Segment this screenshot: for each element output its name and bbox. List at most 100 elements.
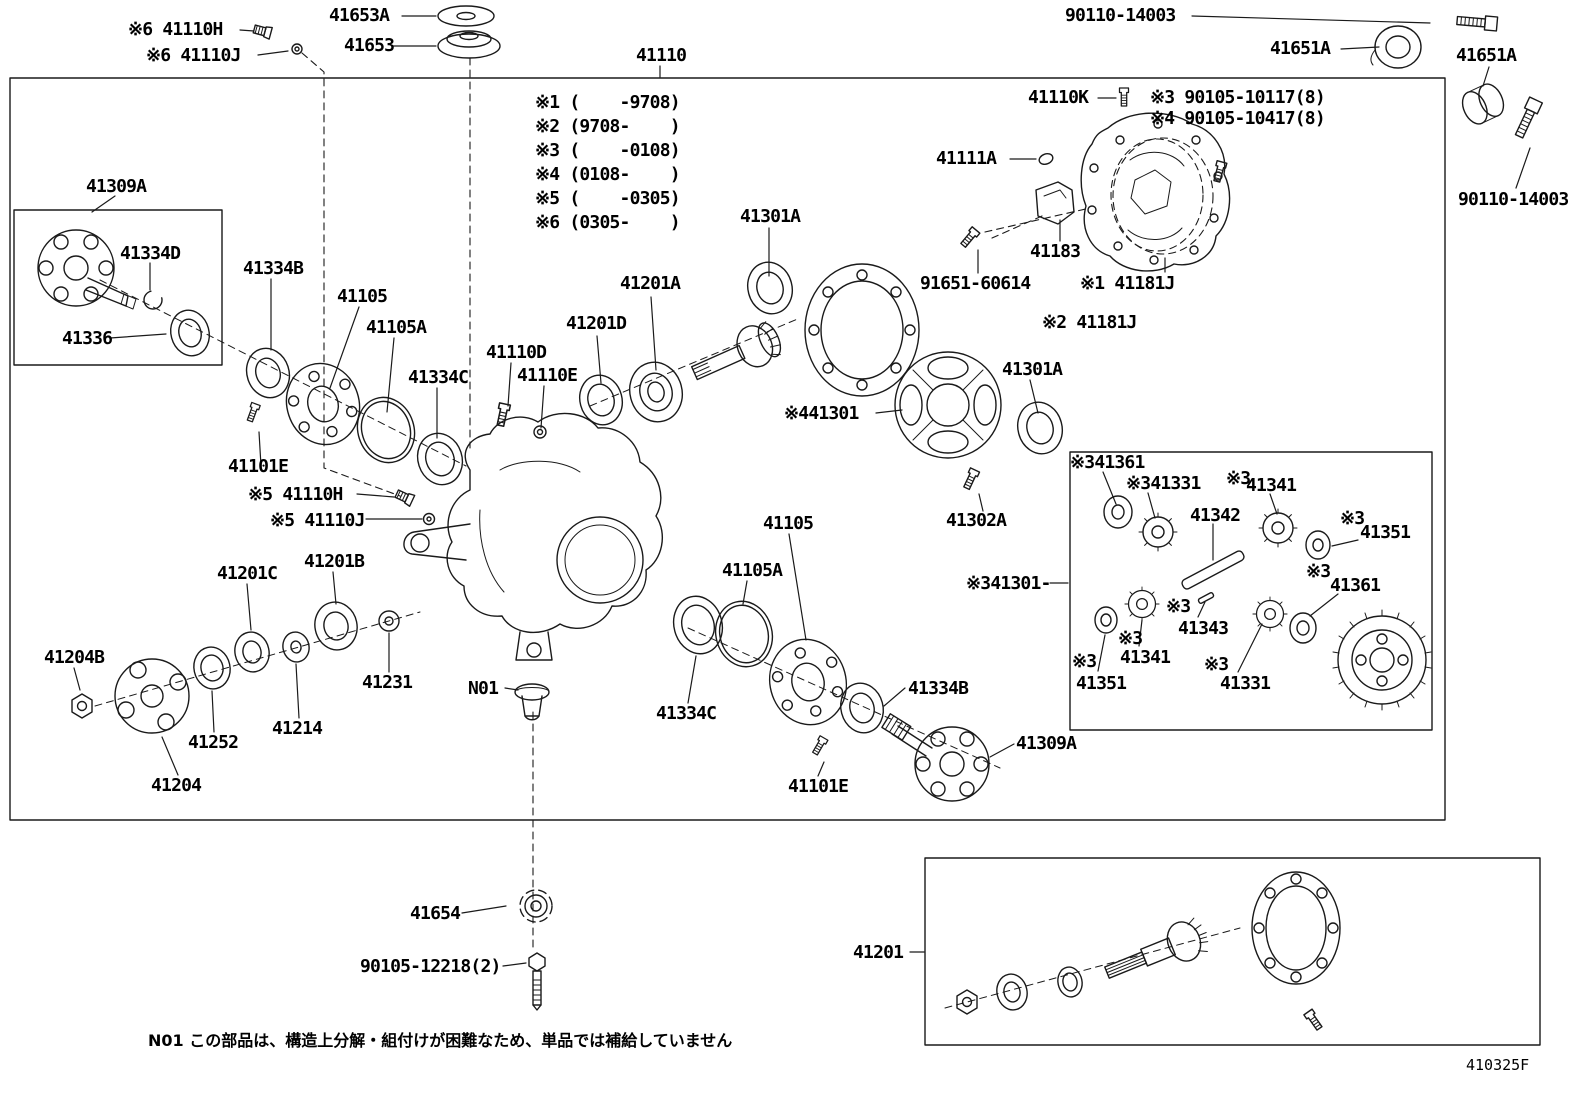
label-41301a-top: 41301A — [740, 206, 801, 227]
label-41301a-right: 41301A — [1002, 359, 1063, 380]
part-41110h-5-plug — [393, 487, 416, 507]
part-41331-gear-a — [1138, 512, 1178, 552]
label-41361-a: ※341361 — [1070, 452, 1145, 473]
part-41110e-washer — [533, 425, 547, 439]
legend-1: ※1 ( -9708) — [535, 92, 681, 113]
label-note3-41341a: ※3 — [1226, 468, 1251, 489]
part-91651-bolt — [958, 226, 981, 250]
part-41201c-bearing — [234, 631, 270, 673]
label-41341-b: 41341 — [1120, 647, 1171, 668]
part-41101e-left-bolt — [244, 401, 261, 424]
label-90110-14003-top: 90110-14003 — [1065, 5, 1176, 26]
label-41110d: 41110D — [486, 342, 547, 363]
part-41110k-breather — [1118, 87, 1130, 107]
part-diff-case — [894, 351, 1002, 459]
part-41309a-shaft-bottom — [881, 713, 990, 802]
label-90105-10417: ※4 90105-10417(8) — [1150, 108, 1326, 129]
label-41110h-top: ※6 41110H — [128, 19, 223, 40]
part-41334b-left-bearing — [245, 347, 291, 399]
label-41653: 41653 — [344, 35, 395, 56]
label-note3-41361b: ※3 — [1306, 561, 1331, 582]
legend-4: ※4 (0108- ) — [535, 164, 681, 185]
label-41301-3: ※341301- — [966, 573, 1051, 594]
label-41351-b: 41351 — [1076, 673, 1127, 694]
part-41351-washer-a — [1305, 530, 1331, 560]
label-41183: 41183 — [1030, 241, 1081, 262]
part-90110-bolt-right — [1512, 96, 1544, 140]
label-41201c: 41201C — [217, 563, 278, 584]
label-41651a-left: 41651A — [1270, 38, 1331, 59]
part-41201a-bearing — [629, 361, 683, 423]
label-41302a: 41302A — [946, 510, 1007, 531]
label-41309a-left: 41309A — [86, 176, 147, 197]
label-41309a-bottom: 41309A — [1016, 733, 1077, 754]
part-41334c-center-ring — [672, 595, 724, 655]
part-41336-bearing — [170, 309, 210, 357]
label-41334c-left: 41334C — [408, 367, 469, 388]
part-41111a-oring — [1038, 153, 1054, 165]
frame-boxes — [9, 77, 1541, 1046]
label-41336: 41336 — [62, 328, 113, 349]
label-41341-a: 41341 — [1246, 475, 1297, 496]
legend-3: ※3 ( -0108) — [535, 140, 681, 161]
part-ring-gear-bottom — [1251, 871, 1341, 985]
part-41201d-race — [579, 374, 623, 426]
label-41334b-left: 41334B — [243, 258, 304, 279]
label-41252: 41252 — [188, 732, 239, 753]
part-41331-gear-b — [1252, 596, 1288, 632]
label-41110j-top: ※6 41110J — [146, 45, 241, 66]
part-rear-cover — [1080, 112, 1231, 272]
legend-6: ※6 (0305- ) — [535, 212, 681, 233]
part-41183-bracket — [1035, 181, 1075, 225]
label-41101e-bottom: 41101E — [788, 776, 849, 797]
label-41214: 41214 — [272, 718, 323, 739]
part-carrier-housing — [403, 412, 663, 661]
label-41334c-center: 41334C — [656, 703, 717, 724]
legend-5: ※5 ( -0305) — [535, 188, 681, 209]
part-41301a-right-bearing — [1017, 401, 1063, 455]
label-note3-41341b: ※3 — [1118, 628, 1143, 649]
part-41252-deflector — [193, 646, 231, 690]
label-41110j-5: ※5 41110J — [270, 510, 365, 531]
part-41343-pin — [1197, 592, 1215, 604]
part-pinion-nut — [956, 989, 978, 1015]
label-41181j-1: ※1 41181J — [1080, 273, 1175, 294]
part-ring-gear-bolt — [1303, 1008, 1325, 1032]
part-41654-lockplate — [519, 889, 553, 923]
label-41201d: 41201D — [566, 313, 627, 334]
drawing-number: 410325F — [1466, 1056, 1530, 1074]
label-91651-60614: 91651-60614 — [920, 273, 1031, 294]
part-n01-bolt — [514, 683, 550, 721]
part-41653a-plug — [437, 5, 495, 27]
label-n01-part: N01 — [468, 678, 499, 699]
label-note3-41331b: ※3 — [1204, 654, 1229, 675]
part-drive-pinion-bottom — [1104, 917, 1209, 979]
part-41361-washer-b — [1289, 612, 1317, 644]
label-41651a-right: 41651A — [1456, 45, 1517, 66]
part-41204b-nut — [71, 693, 93, 719]
label-90110-14003-right: 90110-14003 — [1458, 189, 1569, 210]
part-41334c-left-ring — [416, 432, 464, 486]
label-41204: 41204 — [151, 775, 202, 796]
part-41204-flange — [114, 658, 190, 734]
legend-2: ※2 (9708- ) — [535, 116, 681, 137]
label-41105a-center: 41105A — [722, 560, 783, 581]
part-41201b-bearing — [314, 601, 358, 651]
label-41105a-left: 41105A — [366, 317, 427, 338]
label-41201: 41201 — [853, 942, 904, 963]
part-drive-pinion-top — [690, 321, 782, 381]
footnote: N01 この部品は、構造上分解・組付けが困難なため、単品では補給していません — [148, 1031, 733, 1050]
label-90105-12218: 90105-12218(2) — [360, 956, 501, 977]
label-41105-center: 41105 — [763, 513, 814, 534]
label-note3-41343: ※3 — [1166, 596, 1191, 617]
label-note3-41351a: ※3 — [1340, 508, 1365, 529]
part-41334b-center-bearing — [840, 682, 884, 734]
part-bearing-spacer — [1057, 966, 1083, 998]
label-41231: 41231 — [362, 672, 413, 693]
label-41101e-left: 41101E — [228, 456, 289, 477]
label-41351-a: 41351 — [1360, 522, 1411, 543]
label-note3-41351b: ※3 — [1072, 651, 1097, 672]
part-41105a-left-oring — [356, 396, 416, 464]
